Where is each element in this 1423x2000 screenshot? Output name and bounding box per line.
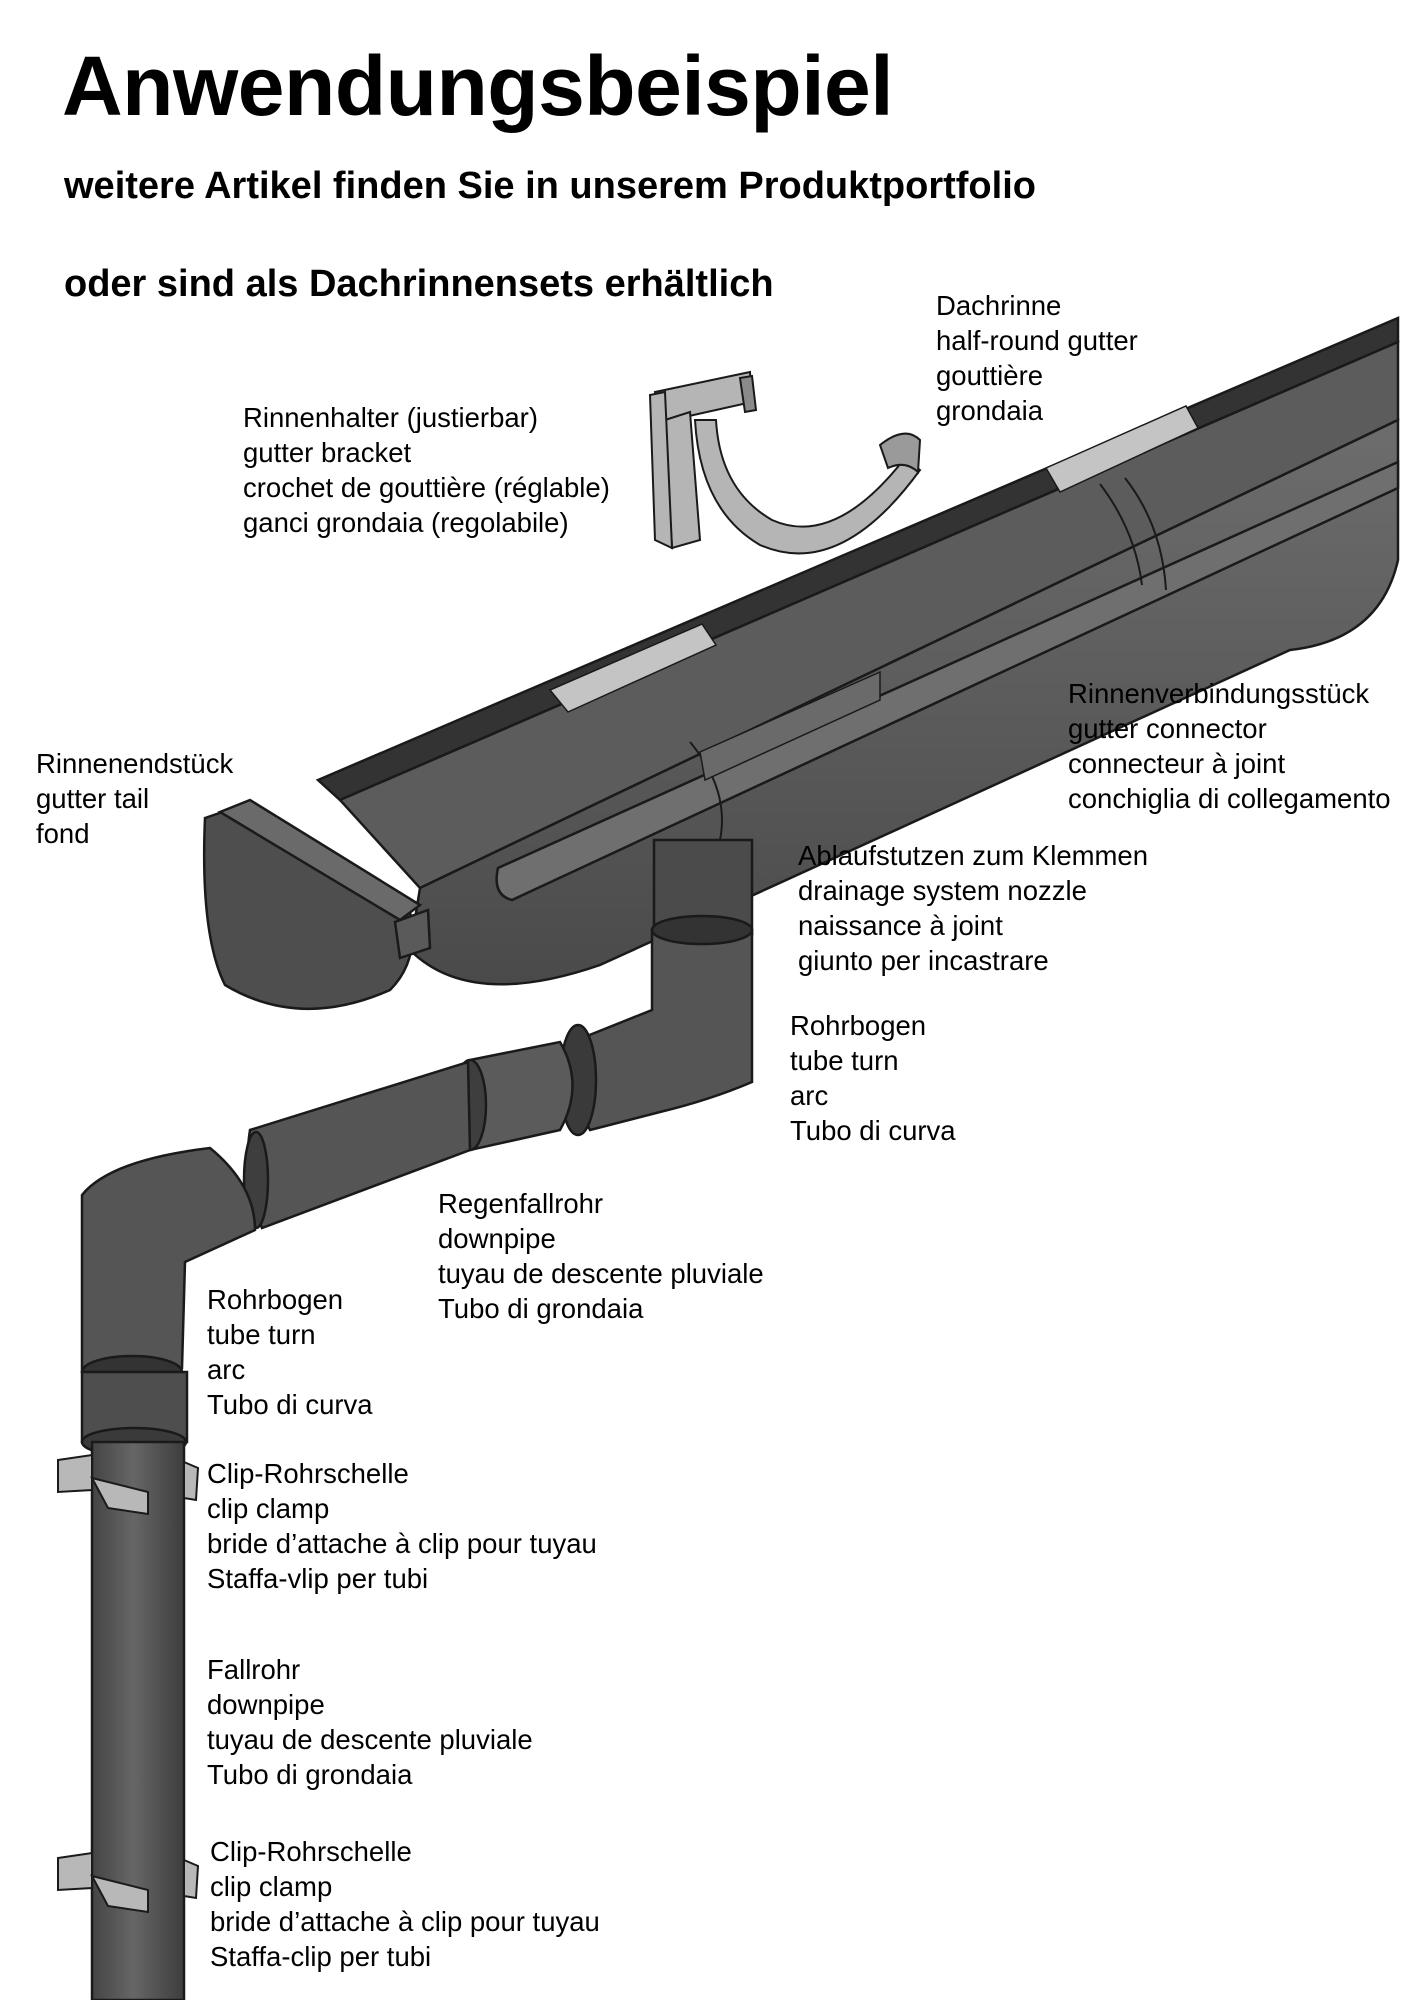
label-line: half-round gutter — [936, 325, 1138, 356]
label-line: Rohrbogen — [790, 1010, 927, 1041]
label-rinnenverbindungsstueck: Rinnenverbindungsstück gutter connector … — [1068, 676, 1391, 816]
label-line: clip clamp — [207, 1493, 330, 1524]
label-line: Tubo di grondaia — [438, 1293, 644, 1324]
label-line: arc — [207, 1354, 246, 1385]
label-line: tube turn — [207, 1319, 316, 1350]
label-clip-rohrschelle-upper: Clip-Rohrschelle clip clamp bride d’atta… — [207, 1456, 597, 1596]
label-line: conchiglia di collegamento — [1068, 783, 1391, 814]
label-line: bride d’attache à clip pour tuyau — [210, 1906, 600, 1937]
label-line: Dachrinne — [936, 290, 1062, 321]
label-line: arc — [790, 1080, 829, 1111]
label-line: clip clamp — [210, 1871, 333, 1902]
label-line: Clip-Rohrschelle — [207, 1458, 409, 1489]
connecting-downpipe — [242, 1040, 574, 1230]
label-line: gutter connector — [1068, 713, 1267, 744]
clip-clamp-lower — [57, 1851, 200, 1914]
label-line: Tubo di curva — [207, 1389, 373, 1420]
label-line: ganci grondaia (regolabile) — [243, 507, 569, 538]
label-line: tube turn — [790, 1045, 899, 1076]
label-line: Ablaufstutzen zum Klemmen — [798, 840, 1149, 871]
clip-clamp-upper — [57, 1453, 200, 1516]
label-regenfallrohr: Regenfallrohr downpipe tuyau de descente… — [438, 1186, 764, 1326]
label-rohrbogen-upper: Rohrbogen tube turn arc Tubo di curva — [790, 1008, 956, 1148]
label-line: gutter bracket — [243, 437, 412, 468]
label-rinnenendstueck: Rinnenendstück gutter tail fond — [36, 746, 233, 851]
label-dachrinne: Dachrinne half-round gutter gouttière gr… — [936, 288, 1138, 428]
label-line: grondaia — [936, 395, 1044, 426]
label-line: Staffa-clip per tubi — [210, 1941, 432, 1972]
label-line: Staffa-vlip per tubi — [207, 1563, 429, 1594]
label-line: Tubo di curva — [790, 1115, 956, 1146]
label-line: tuyau de descente pluviale — [207, 1724, 533, 1755]
label-ablaufstutzen: Ablaufstutzen zum Klemmen drainage syste… — [798, 838, 1148, 978]
subtitle-line-1: weitere Artikel finden Sie in unserem Pr… — [64, 165, 1036, 207]
label-line: Tubo di grondaia — [207, 1759, 413, 1790]
label-line: crochet de gouttière (réglable) — [243, 472, 610, 503]
label-line: connecteur à joint — [1068, 748, 1286, 779]
label-line: downpipe — [207, 1689, 325, 1720]
label-rinnenhalter: Rinnenhalter (justierbar) gutter bracket… — [243, 400, 610, 540]
label-line: fond — [36, 818, 90, 849]
label-line: naissance à joint — [798, 910, 1003, 941]
gutter-end-piece — [202, 798, 432, 1010]
label-clip-rohrschelle-lower: Clip-Rohrschelle clip clamp bride d’atta… — [210, 1834, 600, 1974]
label-line: giunto per incastrare — [798, 945, 1049, 976]
label-fallrohr: Fallrohr downpipe tuyau de descente pluv… — [207, 1652, 533, 1792]
label-rohrbogen-lower: Rohrbogen tube turn arc Tubo di curva — [207, 1282, 373, 1422]
label-line: drainage system nozzle — [798, 875, 1087, 906]
label-line: gouttière — [936, 360, 1044, 391]
label-line: downpipe — [438, 1223, 556, 1254]
label-line: tuyau de descente pluviale — [438, 1258, 764, 1289]
gutter-bracket — [648, 370, 922, 555]
label-line: gutter tail — [36, 783, 150, 814]
subtitle-line-2: oder sind als Dachrinnensets erhältlich — [64, 263, 774, 305]
label-line: Rinnenendstück — [36, 748, 234, 779]
half-round-gutter — [315, 316, 1400, 986]
label-line: Clip-Rohrschelle — [210, 1836, 412, 1867]
label-line: Fallrohr — [207, 1654, 301, 1685]
label-line: Rinnenhalter (justierbar) — [243, 402, 538, 433]
label-line: Rohrbogen — [207, 1284, 344, 1315]
page-title: Anwendungsbeispiel — [62, 39, 894, 133]
label-line: bride d’attache à clip pour tuyau — [207, 1528, 597, 1559]
label-line: Regenfallrohr — [438, 1188, 604, 1219]
label-line: Rinnenverbindungsstück — [1068, 678, 1370, 709]
